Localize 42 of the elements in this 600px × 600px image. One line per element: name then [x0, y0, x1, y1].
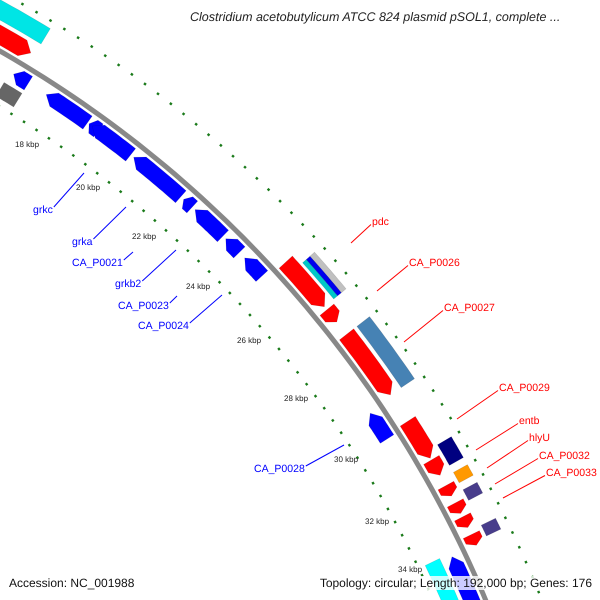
scale-label: 22 kbp	[132, 233, 156, 241]
gene-label: CA_P0028	[254, 464, 305, 474]
leader-line	[142, 250, 176, 282]
scale-label: 30 kbp	[334, 456, 358, 464]
gene-label: CA_P0033	[546, 468, 597, 478]
leader-line	[189, 294, 222, 324]
gene-label: grka	[72, 237, 92, 248]
leader-line	[404, 310, 444, 342]
gene-label: CA_P0027	[444, 303, 495, 314]
scale-label: 34 kbp	[398, 566, 422, 574]
gene-label: CA_P0032	[539, 451, 590, 462]
gene-label: grkb2	[115, 279, 142, 290]
leader-line	[476, 423, 518, 450]
genome-info-text: Topology: circular; Length: 192,000 bp; Genes: 176	[320, 576, 592, 590]
gene-label: hlyU	[529, 433, 550, 444]
scale-label: 18 kbp	[15, 141, 40, 149]
accession-text: Accession: NC_001988	[9, 576, 134, 590]
gene-label: CA_P0029	[499, 383, 550, 394]
gene-label: grkc	[33, 205, 53, 216]
leader-line	[502, 475, 546, 498]
gene-label: entb	[519, 416, 540, 426]
gene-label: CA_P0024	[138, 321, 189, 332]
gene-label: CA_P0023	[118, 301, 169, 312]
map-title: Clostridium acetobutylicum ATCC 824 plasmid pSOL1, complete ...	[190, 11, 560, 24]
scale-label: 20 kbp	[76, 184, 100, 192]
leader-line	[123, 252, 134, 260]
scale-label: 32 kbp	[365, 518, 390, 526]
leader-line	[53, 172, 84, 208]
scale-label: 26 kbp	[237, 337, 262, 345]
scale-label: 28 kbp	[284, 395, 308, 403]
leader-line	[169, 296, 178, 304]
leader-line	[350, 224, 372, 244]
leader-line	[305, 444, 344, 466]
leader-line	[376, 265, 408, 292]
leader-line	[92, 206, 126, 240]
scale-label: 24 kbp	[186, 283, 210, 291]
leader-line	[494, 458, 538, 484]
leader-line	[456, 390, 498, 420]
gene-label: CA_P0026	[409, 258, 460, 268]
gene-label: CA_P0021	[72, 258, 123, 268]
gene-label: pdc	[372, 217, 389, 228]
leader-line	[486, 440, 528, 468]
